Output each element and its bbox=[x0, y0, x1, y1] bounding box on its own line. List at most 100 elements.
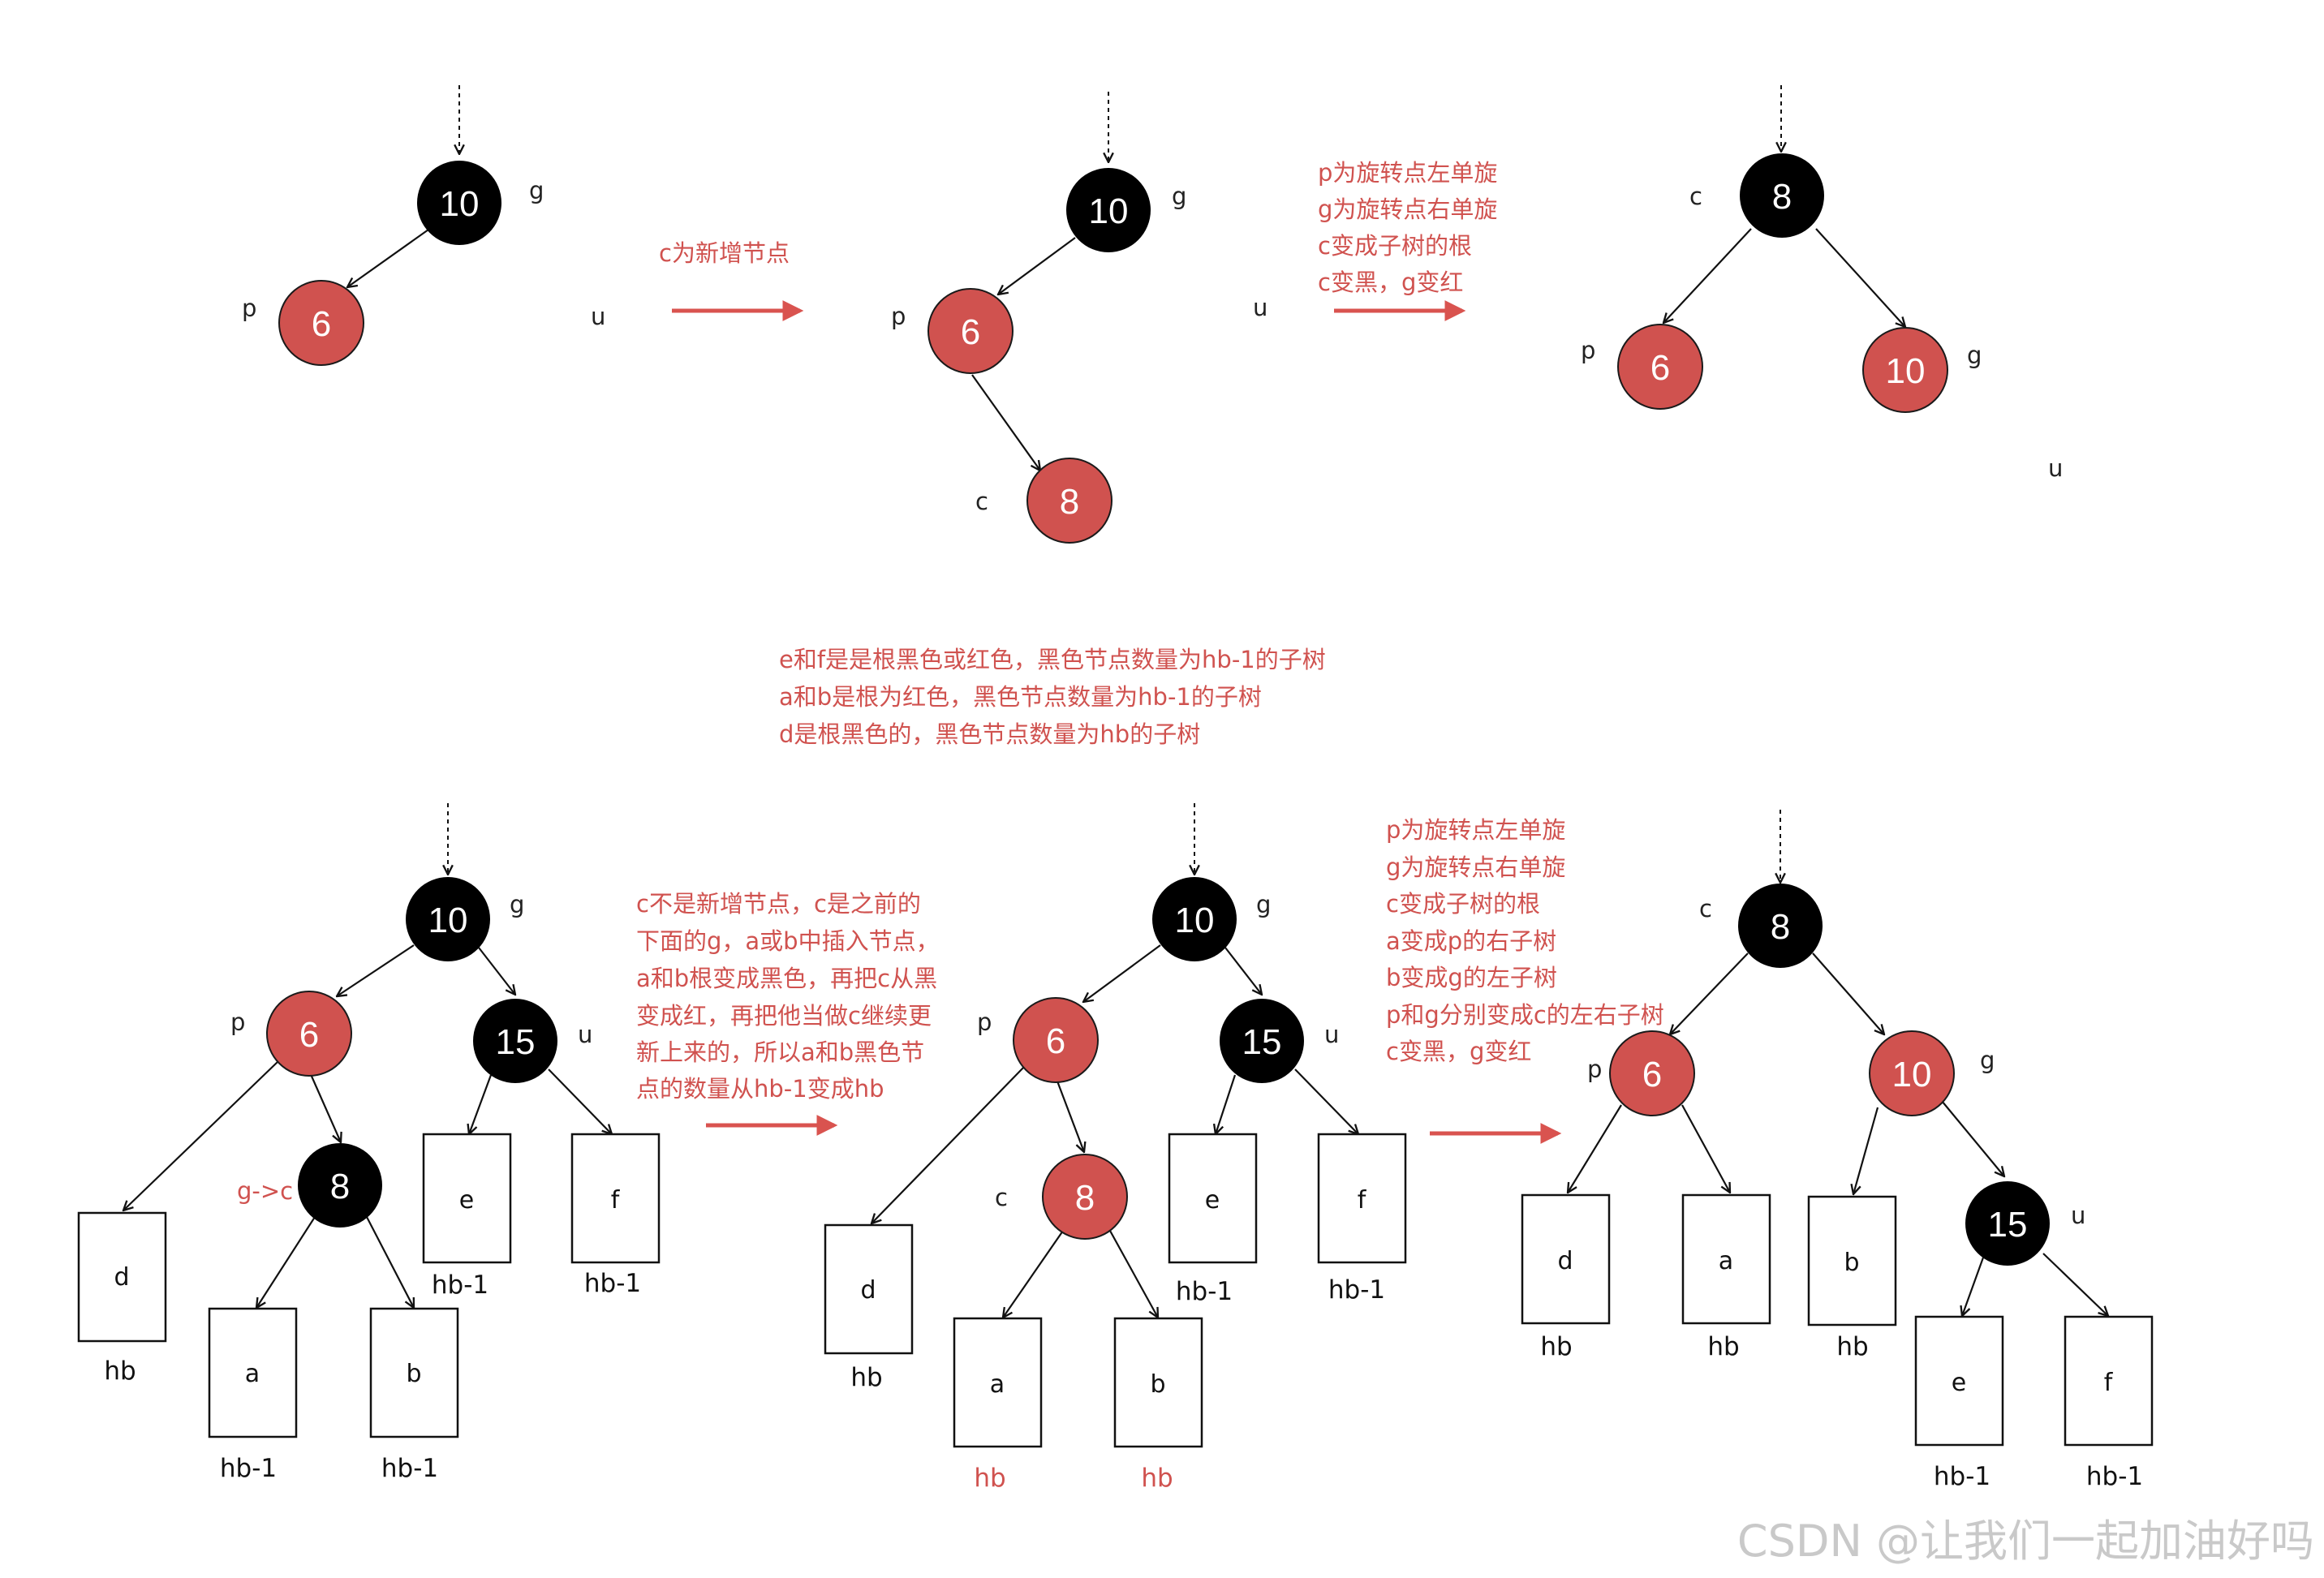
b-arrow1-line-5: 新上来的，所以a和b黑色节 bbox=[636, 1038, 924, 1066]
subtree-e-label: e bbox=[1205, 1186, 1220, 1215]
node-g-value: 10 bbox=[1892, 1055, 1932, 1094]
arrow2-line-2: g为旋转点右单旋 bbox=[1318, 196, 1497, 223]
subtree-b-label: b bbox=[1150, 1370, 1165, 1399]
subtree-d bbox=[77, 1211, 167, 1343]
b-arrow1-line-3: a和b根变成黑色，再把c从黑 bbox=[636, 965, 937, 992]
node-p bbox=[266, 991, 352, 1077]
label-p: p bbox=[977, 1008, 992, 1036]
edge-c-a bbox=[256, 1216, 316, 1308]
arrow2-line-3: c变成子树的根 bbox=[1318, 232, 1472, 260]
subtree-f-caption: hb-1 bbox=[584, 1269, 641, 1298]
label-g: g bbox=[1967, 342, 1982, 369]
subtree-e-caption: hb-1 bbox=[1934, 1462, 1990, 1491]
edge-p-d bbox=[872, 1066, 1025, 1223]
subtree-d bbox=[1521, 1193, 1611, 1325]
arrow2-line-1: p为旋转点左单旋 bbox=[1318, 159, 1497, 187]
subtree-a-label: a bbox=[245, 1360, 260, 1388]
subtree-a-caption: hb bbox=[1707, 1332, 1739, 1361]
node-c-value: 8 bbox=[1075, 1178, 1095, 1218]
node-p bbox=[927, 288, 1014, 374]
label-u: u bbox=[2048, 454, 2063, 482]
edge-c-g bbox=[1815, 228, 1905, 327]
subtree-b-label: b bbox=[1844, 1249, 1859, 1277]
arrow2-line-4: c变黑，g变红 bbox=[1318, 269, 1463, 296]
subtree-e bbox=[1914, 1315, 2004, 1447]
top-diagram-2: 10 g 6 p 8 c u bbox=[891, 92, 1267, 544]
node-p bbox=[1013, 997, 1099, 1083]
subtree-f bbox=[570, 1133, 661, 1264]
bottom-transition-arrow-1: c不是新增节点，c是之前的 下面的g，a或b中插入节点， a和b根变成黑色，再把… bbox=[636, 890, 940, 1136]
bottom-transition-arrow-2: p为旋转点左单旋 g为旋转点右单旋 c变成子树的根 a变成p的右子树 b变成g的… bbox=[1386, 816, 1664, 1144]
subtree-d-caption: hb bbox=[1540, 1332, 1572, 1361]
label-c: c bbox=[1689, 183, 1702, 210]
top-transition-arrow-2: p为旋转点左单旋 g为旋转点右单旋 c变成子树的根 c变黑，g变红 bbox=[1318, 159, 1497, 321]
edge-g-u bbox=[1224, 947, 1262, 995]
subtree-e bbox=[1168, 1133, 1258, 1264]
edge-p-c bbox=[308, 1072, 341, 1142]
label-p: p bbox=[891, 303, 906, 330]
label-g: g bbox=[529, 177, 544, 204]
subtree-f bbox=[1317, 1133, 1407, 1264]
note-line-3: d是根黑色的，黑色节点数量为hb的子树 bbox=[779, 720, 1200, 748]
subtree-b-caption: hb-1 bbox=[381, 1454, 438, 1483]
node-p-value: 6 bbox=[1650, 348, 1670, 388]
node-p bbox=[1617, 324, 1703, 410]
label-u: u bbox=[591, 303, 605, 330]
subtree-a-caption: hb-1 bbox=[220, 1454, 277, 1483]
edge-u-e bbox=[1216, 1074, 1237, 1134]
subtree-f-label: f bbox=[611, 1186, 621, 1215]
node-p bbox=[278, 280, 364, 366]
label-u: u bbox=[2071, 1202, 2085, 1229]
b-arrow2-line-5: b变成g的左子树 bbox=[1386, 964, 1557, 991]
node-c bbox=[1026, 458, 1113, 544]
node-g bbox=[406, 877, 490, 961]
edge-g-b bbox=[1853, 1107, 1879, 1194]
b-arrow2-line-1: p为旋转点左单旋 bbox=[1386, 816, 1565, 844]
subtree-a bbox=[208, 1307, 298, 1438]
subtree-e-caption: hb-1 bbox=[432, 1271, 488, 1300]
note-line-2: a和b是根为红色，黑色节点数量为hb-1的子树 bbox=[779, 683, 1262, 711]
subtree-d-caption: hb bbox=[104, 1357, 136, 1386]
node-g-value: 10 bbox=[1089, 191, 1129, 231]
node-c bbox=[298, 1143, 382, 1228]
subtree-d bbox=[824, 1223, 914, 1355]
subtree-d-label: d bbox=[114, 1263, 129, 1292]
edge-p-c bbox=[1055, 1078, 1084, 1152]
edge-c-p bbox=[1663, 228, 1752, 323]
node-c bbox=[1738, 884, 1823, 968]
subtree-a-caption: hb bbox=[974, 1464, 1005, 1493]
label-g: g bbox=[1172, 183, 1186, 210]
subtree-d-label: d bbox=[860, 1276, 876, 1305]
edge-p-a bbox=[1681, 1104, 1730, 1193]
edge-p-c bbox=[971, 374, 1040, 471]
edge-g-p bbox=[347, 229, 429, 287]
subtree-e-label: e bbox=[1952, 1369, 1966, 1397]
subtree-f-caption: hb-1 bbox=[1328, 1275, 1385, 1305]
node-c bbox=[1042, 1154, 1128, 1240]
label-g: g bbox=[1980, 1047, 1995, 1074]
node-g bbox=[1862, 327, 1948, 413]
node-g bbox=[1152, 877, 1237, 961]
node-p-value: 6 bbox=[961, 312, 980, 352]
node-c-value: 8 bbox=[330, 1167, 350, 1206]
b-arrow2-line-4: a变成p的右子树 bbox=[1386, 927, 1556, 955]
edge-p-d bbox=[123, 1060, 279, 1210]
edge-c-b bbox=[1109, 1230, 1158, 1318]
csdn-watermark: CSDN @让我们一起加油好吗 bbox=[1737, 1516, 2314, 1567]
node-u-value: 15 bbox=[496, 1022, 536, 1062]
edge-u-e bbox=[469, 1074, 493, 1134]
subtree-b bbox=[1807, 1195, 1897, 1326]
node-g-value: 10 bbox=[1886, 351, 1926, 391]
subtree-f-label: f bbox=[2104, 1369, 2114, 1397]
subtree-b-label: b bbox=[406, 1360, 421, 1388]
edge-g-u bbox=[478, 947, 515, 995]
bottom-diagram-1: 10 g 6 p 15 u 8 g->c d hb a hb-1 b hb-1 … bbox=[77, 803, 661, 1483]
edge-c-g bbox=[1812, 952, 1884, 1034]
subtree-f-label: f bbox=[1358, 1186, 1367, 1215]
label-p: p bbox=[230, 1008, 245, 1036]
subtree-a bbox=[953, 1317, 1043, 1448]
bottom-diagram-2: 10 g 6 p 15 u 8 c d hb a hb b hb e hb-1 … bbox=[824, 803, 1407, 1493]
node-g bbox=[1066, 168, 1151, 252]
bottom-diagram-3: 8 c 6 p 10 g 15 u d hb a hb b hb e hb-1 … bbox=[1521, 810, 2154, 1491]
top-diagram-1: 10 g 6 p u bbox=[242, 85, 605, 366]
